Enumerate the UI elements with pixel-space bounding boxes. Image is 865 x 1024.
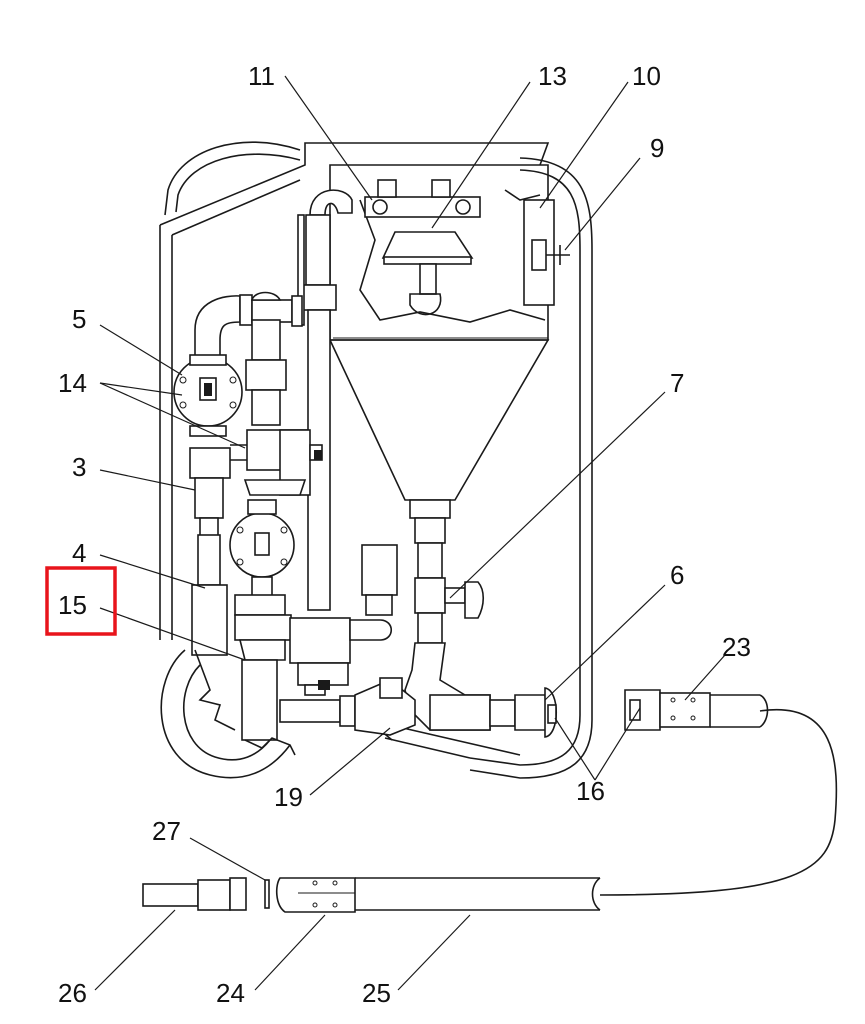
- leader-lines: [94, 75, 726, 991]
- callout-13: 13: [538, 61, 567, 91]
- callout-5: 5: [72, 304, 86, 334]
- callout-11: 11: [248, 61, 275, 91]
- callout-3: 3: [72, 452, 86, 482]
- exhaust-hose: [160, 649, 296, 779]
- callout-4: 4: [72, 538, 86, 568]
- machine-frame: [159, 141, 593, 779]
- callout-16: 16: [576, 776, 605, 806]
- callout-27: 27: [152, 816, 181, 846]
- callout-24: 24: [216, 978, 245, 1008]
- callout-26: 26: [58, 978, 87, 1008]
- metering-valve: [279, 499, 557, 738]
- callout-6: 6: [670, 560, 684, 590]
- blast-hose-assembly: [142, 689, 838, 913]
- highlight-box: [45, 566, 117, 636]
- callout-9: 9: [650, 133, 664, 163]
- callout-15: 15: [58, 590, 87, 620]
- callout-23: 23: [722, 632, 751, 662]
- callouts: 11 13 10 9 5 14 3 4 15 7 6 23 16 19 27 2…: [58, 61, 751, 1008]
- callout-14: 14: [58, 368, 87, 398]
- callout-19: 19: [274, 782, 303, 812]
- callout-25: 25: [362, 978, 391, 1008]
- callout-10: 10: [632, 61, 661, 91]
- callout-7: 7: [670, 368, 684, 398]
